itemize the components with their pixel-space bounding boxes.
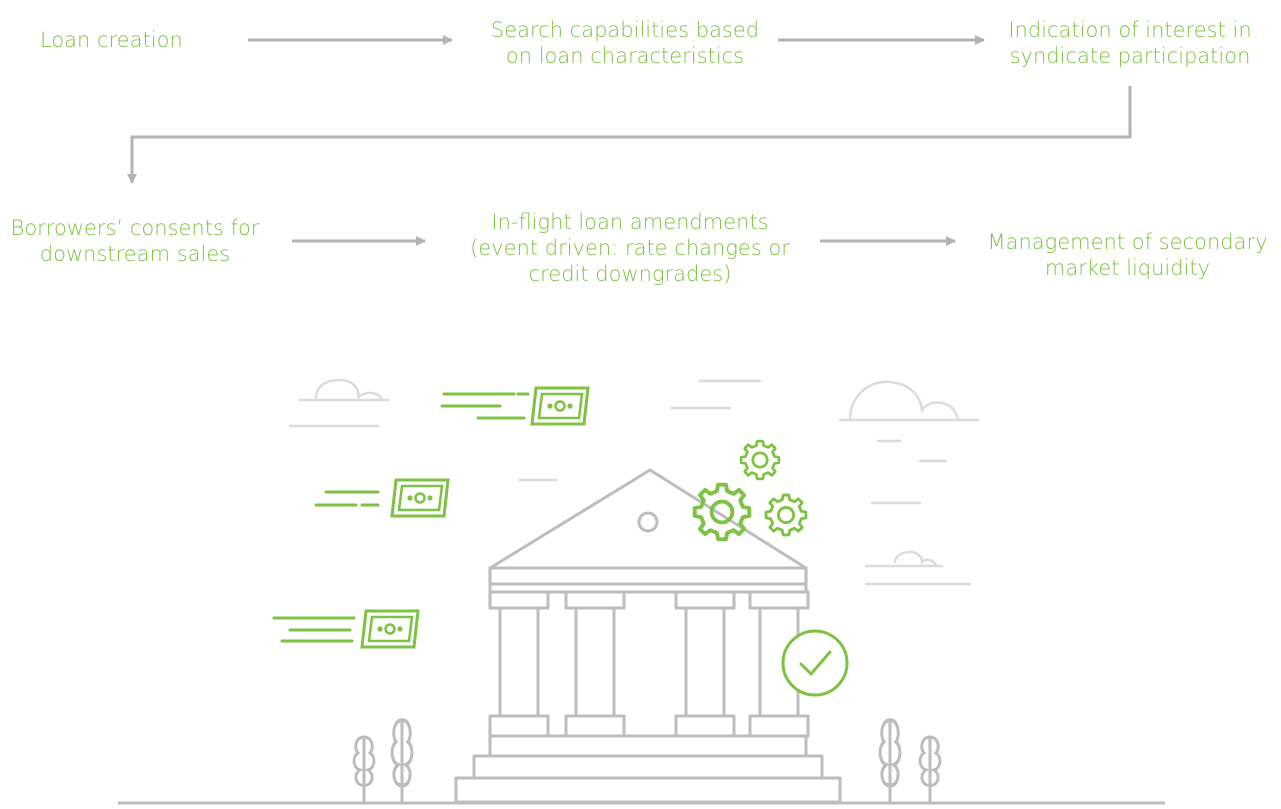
step-secondary-liquidity: Management of secondary market liquidity <box>987 230 1268 280</box>
background-clouds <box>288 378 980 586</box>
step-borrowers-consents: Borrowers’ consents for downstream sales <box>10 216 260 266</box>
money-icon <box>440 386 590 426</box>
gears-icon <box>692 439 808 542</box>
step-search-capabilities: Search capabilities based on loan charac… <box>490 18 760 68</box>
tree-icon <box>880 720 942 803</box>
money-icon <box>314 478 450 518</box>
check-icon <box>781 629 849 697</box>
step-loan-creation: Loan creation <box>40 28 183 52</box>
step-indication-of-interest: Indication of interest in syndicate part… <box>1008 18 1252 68</box>
arrow-3-to-4 <box>127 86 1132 184</box>
tree-icon <box>352 720 412 803</box>
step-in-flight-amendments: In-flight loan amendments (event driven:… <box>470 210 790 286</box>
flow-arrows <box>127 35 1132 246</box>
money-icon <box>272 609 420 649</box>
bank-icon <box>454 468 842 804</box>
